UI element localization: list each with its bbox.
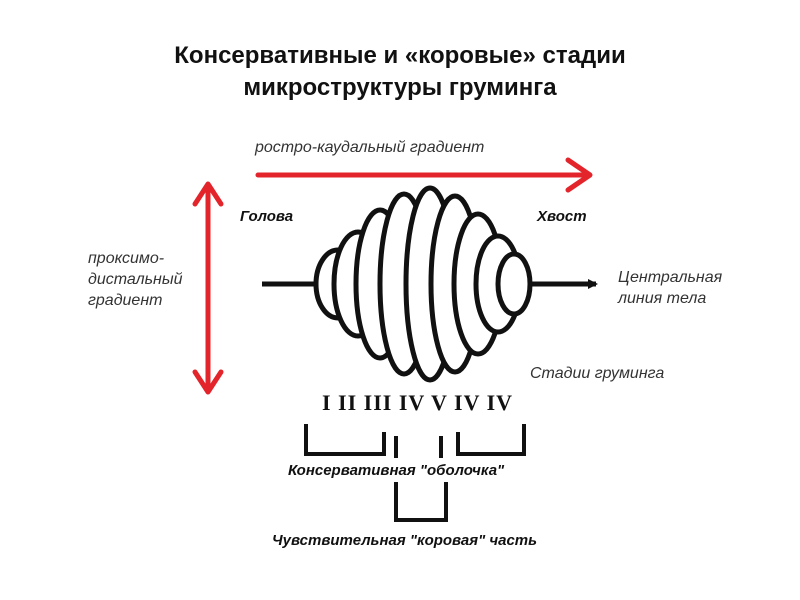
body-segment-9 (495, 251, 533, 317)
central-line-label-1: Центральная (618, 269, 723, 286)
proximo-distal-label-1: проксимо- (88, 250, 164, 267)
rostro-caudal-label: ростро-каудальный градиент (254, 139, 484, 156)
title-line-2: микроструктуры груминга (243, 74, 557, 101)
proximo-distal-label-3: градиент (88, 292, 162, 309)
conservative-right-bracket (456, 424, 526, 456)
rostro-caudal-arrow (255, 157, 593, 193)
tail-label: Хвост (536, 208, 587, 225)
title-line-1: Консервативные и «коровые» стадии (174, 42, 626, 69)
core-bracket (394, 482, 448, 522)
head-label: Голова (240, 208, 293, 225)
stage-numerals: I II III IV V IV IV (322, 390, 513, 415)
sensitive-core-label: Чувствительная "коровая" часть (272, 532, 537, 549)
conservative-left-bracket (304, 424, 386, 456)
page-title: Консервативные и «коровые» стадии микрос… (0, 40, 800, 104)
brackets (304, 424, 526, 522)
proximo-distal-arrow (192, 181, 224, 395)
proximo-distal-label-2: дистальный (88, 271, 183, 288)
grooming-stages-label: Стадии груминга (530, 365, 664, 382)
central-line-label-2: линия тела (617, 290, 706, 307)
grooming-body (313, 185, 533, 383)
conservative-shell-label: Консервативная "оболочка" (288, 462, 505, 479)
